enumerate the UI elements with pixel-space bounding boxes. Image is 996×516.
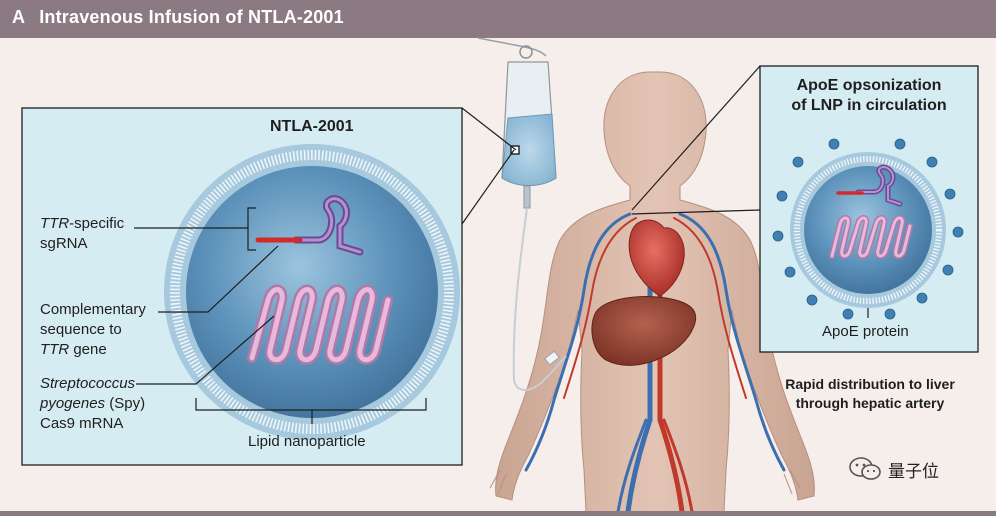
distribution-caption: Rapid distribution to liver through hepa… (770, 375, 970, 413)
cas9-italic2: pyogenes (40, 395, 106, 412)
complementary-line1: Complementary (40, 301, 146, 318)
apoe-coated-lnp (790, 152, 946, 308)
apoe-protein-dots (772, 138, 964, 320)
sgrna-label-rest: -specific (69, 215, 125, 232)
apoe-protein-label: ApoE protein (822, 323, 909, 340)
caption-line2: through hepatic artery (795, 395, 945, 411)
panel-title: A Intravenous Infusion of NTLA-2001 (12, 7, 344, 28)
cas9-italic1: Streptococcus (40, 375, 136, 392)
watermark: 量子位 (848, 455, 939, 483)
lipid-nanoparticle-label: Lipid nanoparticle (248, 433, 366, 450)
apoe-title-line2: of LNP in circulation (791, 97, 947, 114)
watermark-text: 量子位 (888, 461, 939, 482)
panel-header: A Intravenous Infusion of NTLA-2001 (0, 0, 996, 38)
heart (628, 219, 685, 297)
iv-infusion (477, 37, 567, 391)
sgrna-label-line2: sgRNA (40, 235, 88, 252)
complementary-italic: TTR (40, 341, 70, 358)
apoe-box-title: ApoE opsonization of LNP in circulation (770, 76, 968, 116)
apoe-title-line1: ApoE opsonization (796, 77, 942, 94)
complementary-rest: gene (69, 341, 107, 358)
complementary-label: Complementary sequence to TTR gene (40, 300, 146, 360)
complementary-line2: sequence to (40, 321, 122, 338)
cas9-rest: (Spy) (105, 395, 146, 412)
caption-line1: Rapid distribution to liver (785, 376, 955, 392)
label-leader-lines (134, 107, 517, 424)
sgrna-label-italic: TTR (40, 215, 70, 232)
wechat-icon (849, 457, 881, 480)
cas9-line3: Cas9 mRNA (40, 415, 124, 432)
cas9-label: Streptococcus pyogenes (Spy) Cas9 mRNA (40, 374, 145, 434)
liver (591, 296, 697, 366)
panel-letter: A (12, 7, 26, 27)
sgrna-label: TTR-specific sgRNA (40, 214, 124, 254)
bottom-rule (0, 511, 996, 516)
lnp-title: NTLA-2001 (270, 118, 354, 135)
panel-title-text: Intravenous Infusion of NTLA-2001 (39, 7, 344, 27)
blood-vessels (524, 212, 786, 515)
